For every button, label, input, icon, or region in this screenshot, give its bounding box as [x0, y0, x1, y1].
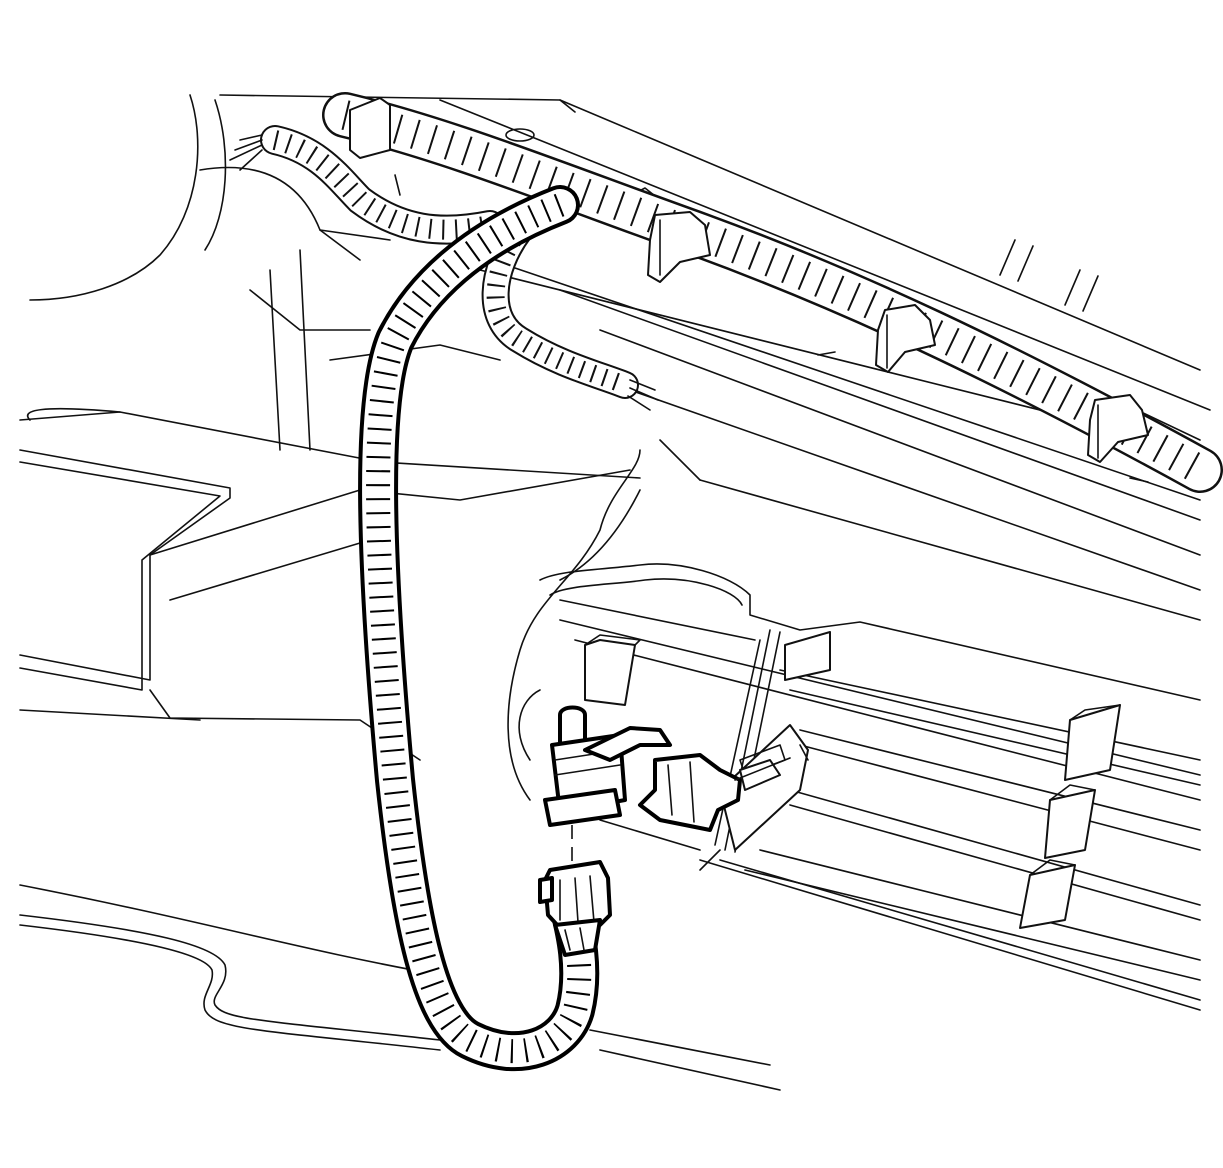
sensor-connector — [543, 705, 791, 832]
body-panel-outlines — [19, 94, 1211, 1091]
sensor-harness-highlighted — [358, 185, 600, 1072]
harness-connector — [538, 860, 612, 957]
main-wiring-harness — [229, 92, 1223, 493]
